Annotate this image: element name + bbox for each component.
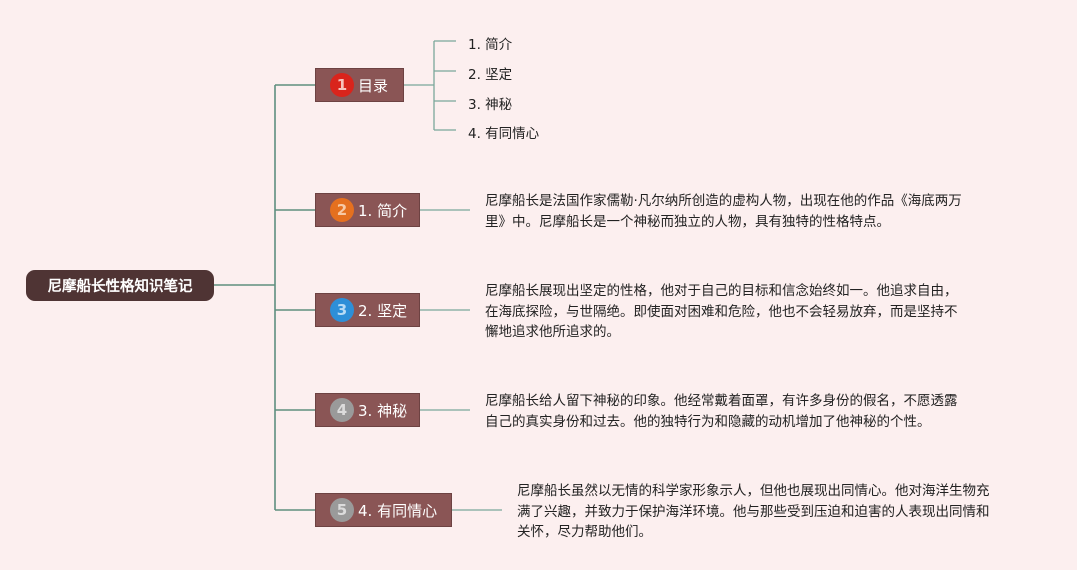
branch-node-toc[interactable]: 1 目录	[315, 68, 404, 102]
description-line: 自己的真实身份和过去。他的独特行为和隐藏的动机增加了他神秘的个性。	[485, 413, 931, 430]
description-line: 里》中。尼摩船长是一个神秘而独立的人物，具有独特的性格特点。	[485, 213, 890, 230]
branch-label: 1. 简介	[358, 201, 408, 220]
number-badge-icon: 3	[330, 298, 354, 322]
number-badge-icon: 2	[330, 198, 354, 222]
branch-node-intro[interactable]: 2 1. 简介	[315, 193, 420, 227]
toc-item-firm[interactable]: 2. 坚定	[468, 67, 513, 83]
toc-item-compassion[interactable]: 4. 有同情心	[468, 126, 540, 142]
number-badge-icon: 5	[330, 498, 354, 522]
branch-node-mystery[interactable]: 4 3. 神秘	[315, 393, 420, 427]
toc-item-intro[interactable]: 1. 简介	[468, 37, 513, 53]
description-intro: 尼摩船长是法国作家儒勒·凡尔纳所创造的虚构人物，出现在他的作品《海底两万 里》中…	[485, 191, 962, 232]
number-badge-icon: 1	[330, 73, 354, 97]
branch-label: 3. 神秘	[358, 401, 408, 420]
number-badge-icon: 4	[330, 398, 354, 422]
branch-label: 2. 坚定	[358, 301, 408, 320]
description-line: 懈地追求他所追求的。	[485, 324, 620, 340]
description-mystery: 尼摩船长给人留下神秘的印象。他经常戴着面罩，有许多身份的假名，不愿透露 自己的真…	[485, 391, 958, 432]
root-node[interactable]: 尼摩船长性格知识笔记	[26, 270, 214, 301]
description-line: 关怀，尽力帮助他们。	[517, 524, 652, 540]
branch-label: 目录	[358, 76, 389, 95]
toc-connector	[404, 40, 456, 131]
description-firm: 尼摩船长展现出坚定的性格，他对于自己的目标和信念始终如一。他追求自由， 在海底探…	[485, 281, 958, 343]
branch-node-compassion[interactable]: 5 4. 有同情心	[315, 493, 452, 527]
toc-item-mystery[interactable]: 3. 神秘	[468, 97, 513, 113]
branch-node-firm[interactable]: 3 2. 坚定	[315, 293, 420, 327]
description-line: 尼摩船长虽然以无情的科学家形象示人，但他也展现出同情心。他对海洋生物充	[517, 483, 990, 499]
description-line: 满了兴趣，并致力于保护海洋环境。他与那些受到压迫和迫害的人表现出同情和	[517, 503, 990, 520]
description-line: 尼摩船长给人留下神秘的印象。他经常戴着面罩，有许多身份的假名，不愿透露	[485, 393, 958, 409]
root-title: 尼摩船长性格知识笔记	[47, 279, 193, 295]
branch-label: 4. 有同情心	[358, 501, 438, 520]
description-line: 在海底探险，与世隔绝。即使面对困难和危险，他也不会轻易放弃，而是坚持不	[485, 303, 958, 320]
description-line: 尼摩船长是法国作家儒勒·凡尔纳所创造的虚构人物，出现在他的作品《海底两万	[485, 193, 962, 209]
description-compassion: 尼摩船长虽然以无情的科学家形象示人，但他也展现出同情心。他对海洋生物充 满了兴趣…	[517, 481, 990, 543]
description-line: 尼摩船长展现出坚定的性格，他对于自己的目标和信念始终如一。他追求自由，	[485, 283, 958, 299]
